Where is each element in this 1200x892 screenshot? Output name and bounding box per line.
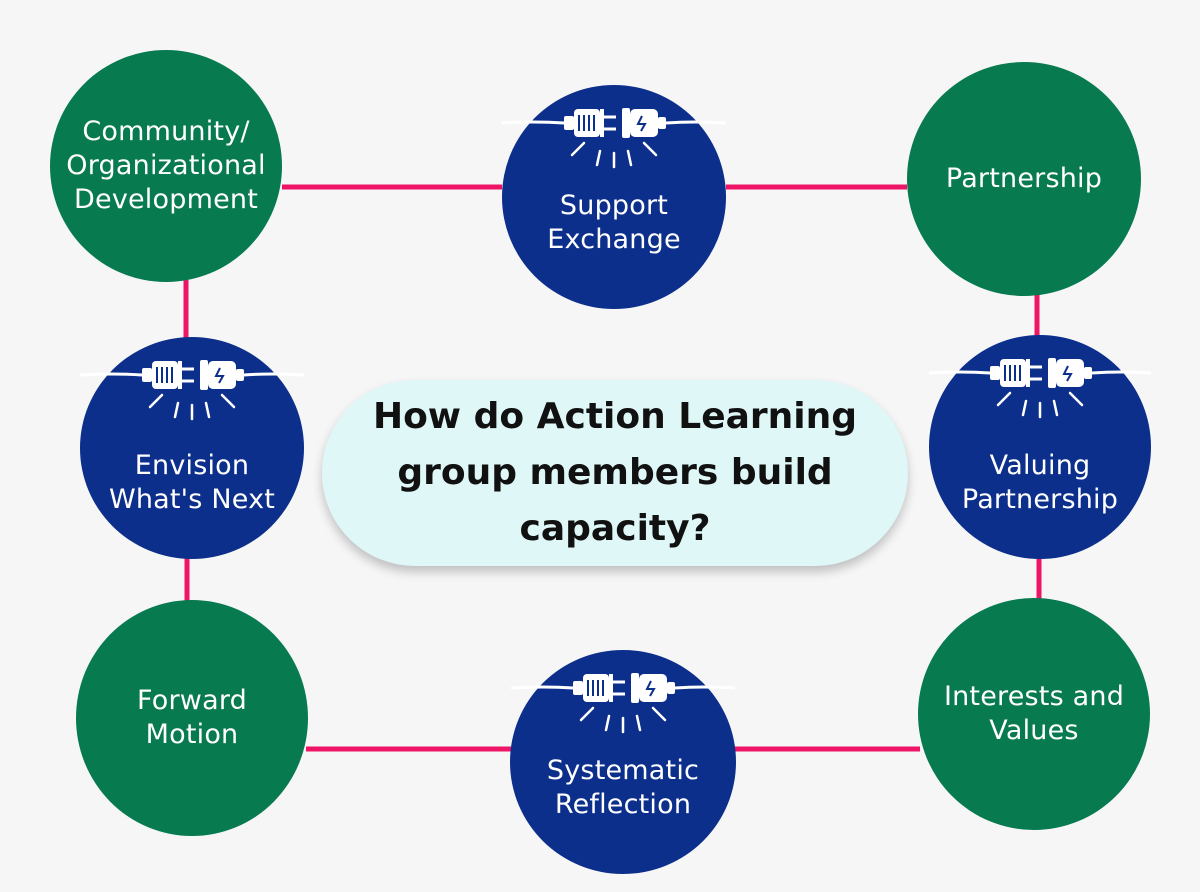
node-support-exchange: Support Exchange xyxy=(502,85,726,309)
node-label: Partnership xyxy=(945,163,1103,194)
plug-icon xyxy=(502,108,726,169)
central-question-box: How do Action Learning group members bui… xyxy=(322,380,908,566)
central-question: How do Action Learning group members bui… xyxy=(372,396,858,549)
node-interests-values: Interests and Values xyxy=(918,598,1150,830)
node-systematic-reflection: Systematic Reflection xyxy=(510,650,736,874)
node-envision-whats-next: Envision What's Next xyxy=(80,337,304,559)
node-label: Support Exchange xyxy=(547,190,681,255)
node-label: Community/ Organizational Development xyxy=(66,116,266,215)
node-label: Envision What's Next xyxy=(108,450,276,515)
node-valuing-partnership: Valuing Partnership xyxy=(929,335,1151,559)
node-label: Forward Motion xyxy=(137,685,247,750)
node-label: Systematic Reflection xyxy=(546,755,700,820)
node-community-development: Community/ Organizational Development xyxy=(50,50,282,282)
node-forward-motion: Forward Motion xyxy=(76,600,308,836)
node-label: Valuing Partnership xyxy=(961,450,1119,515)
plug-icon xyxy=(80,360,304,421)
node-partnership: Partnership xyxy=(907,62,1141,296)
node-label: Interests and Values xyxy=(943,681,1125,746)
plug-icon xyxy=(929,358,1151,419)
plug-icon xyxy=(510,673,736,734)
